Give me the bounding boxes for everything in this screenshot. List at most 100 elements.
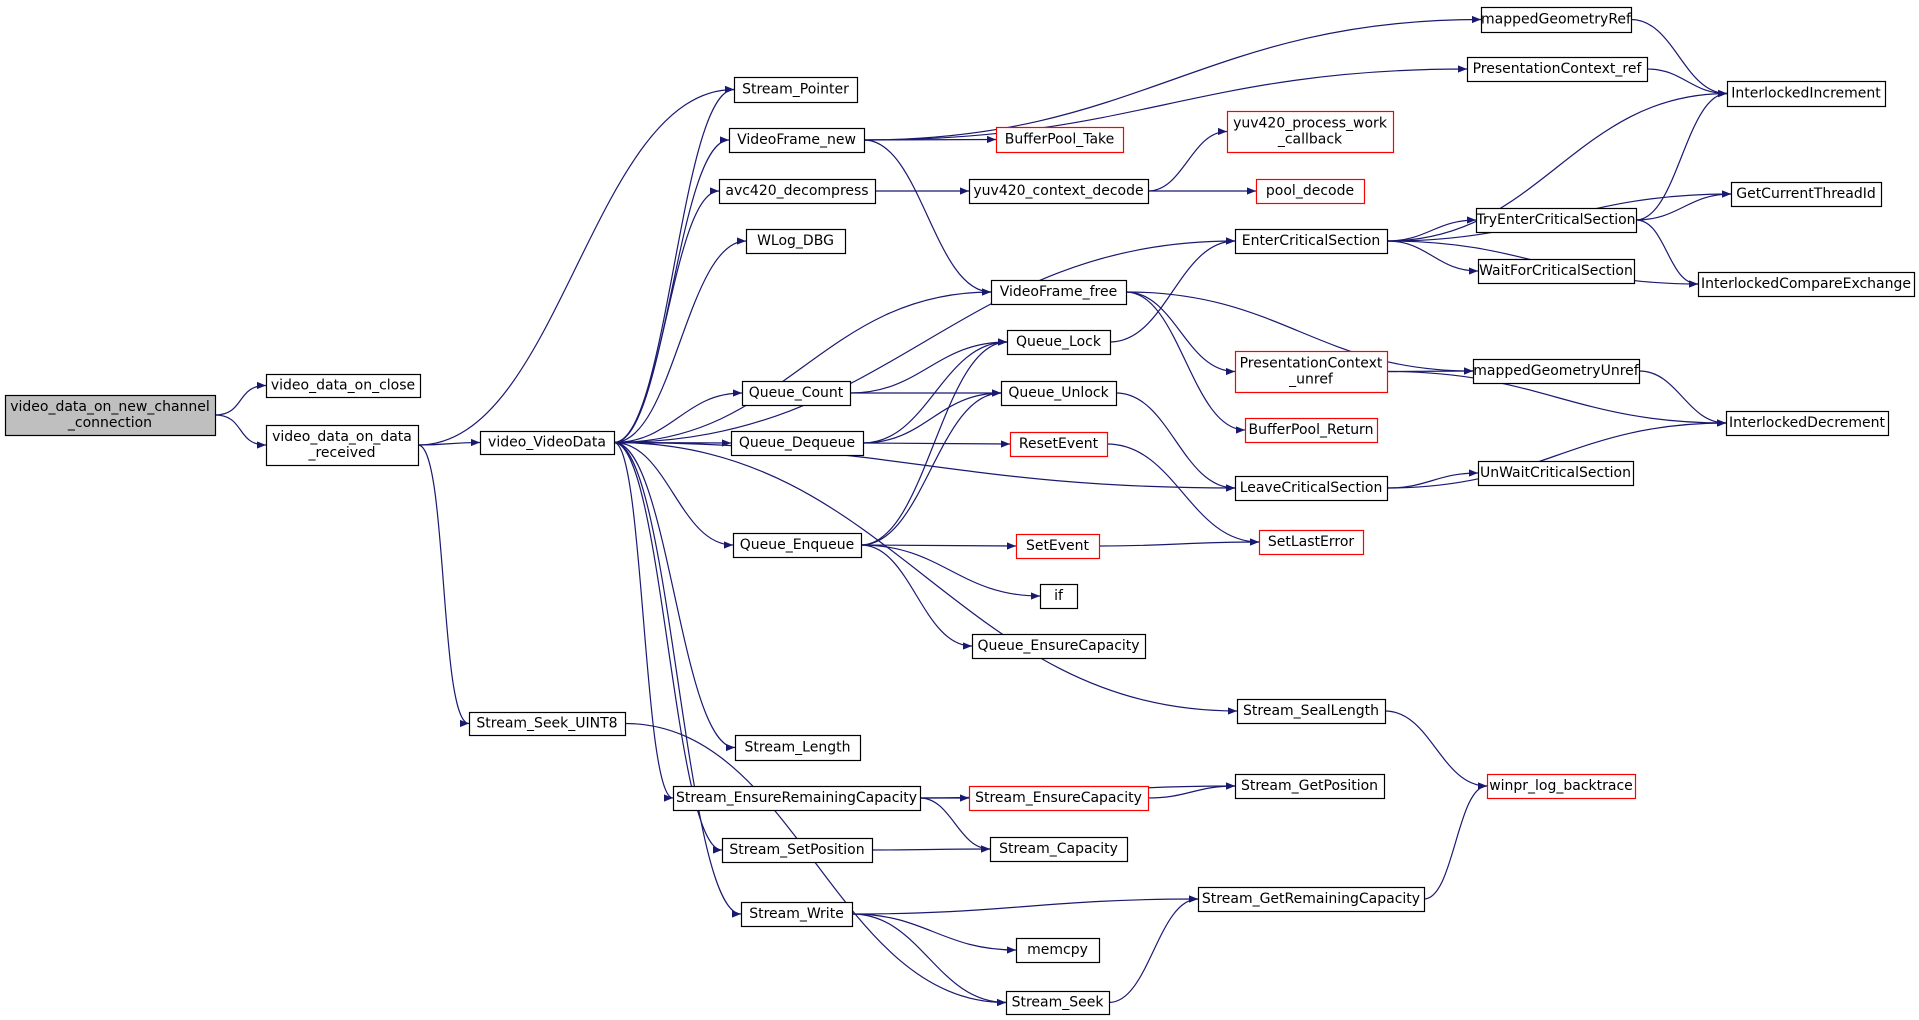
node-queue-count[interactable]: Queue_Count (741, 380, 852, 407)
node-label: BufferPool_Take (1005, 132, 1115, 148)
node-avc420-decompress[interactable]: avc420_decompress (718, 178, 877, 205)
node-un-wait-critical-section[interactable]: UnWaitCriticalSection (1477, 460, 1635, 487)
node-root[interactable]: video_data_on_new_channel_connection (4, 394, 217, 437)
node-stream-seek-uint8[interactable]: Stream_Seek_UINT8 (468, 711, 627, 737)
node-label: winpr_log_backtrace (1489, 778, 1633, 794)
node-box (1234, 773, 1386, 800)
edge-on-data-received-to-stream-pointer (417, 85, 735, 446)
node-set-last-error[interactable]: SetLastError (1258, 529, 1365, 556)
edge-mapped-geometry-unref-to-interlocked-decrement (1638, 370, 1727, 427)
node-queue-unlock[interactable]: Queue_Unlock (1000, 380, 1118, 407)
node-box (265, 424, 420, 467)
node-box (995, 126, 1125, 154)
node-queue-enqueue[interactable]: Queue_Enqueue (732, 532, 863, 559)
node-memcpy[interactable]: memcpy (1015, 937, 1101, 964)
node-box (1226, 110, 1395, 154)
node-stream-pointer[interactable]: Stream_Pointer (733, 76, 859, 104)
node-enter-critical-section[interactable]: EnterCriticalSection (1234, 228, 1389, 255)
node-yuv420-context-decode[interactable]: yuv420_context_decode (968, 178, 1150, 205)
node-label: video_VideoData (488, 435, 606, 451)
edge-enter-critical-section-to-try-enter-critical-section (1386, 216, 1477, 242)
node-on-close[interactable]: video_data_on_close (265, 373, 422, 399)
node-box (1477, 258, 1636, 285)
edge-video-video-data-to-enter-critical-section (613, 237, 1236, 444)
node-winpr-log-backtrace[interactable]: winpr_log_backtrace (1486, 773, 1637, 800)
node-label: Stream_SetPosition (729, 842, 864, 858)
node-video-video-data[interactable]: video_VideoData (479, 430, 616, 456)
node-interlocked-compare-exchange[interactable]: InterlockedCompareExchange (1697, 271, 1916, 298)
edge-queue-enqueue-to-queue-ensure-capacity (860, 544, 973, 650)
node-pool-decode[interactable]: pool_decode (1255, 178, 1366, 205)
node-queue-lock[interactable]: Queue_Lock (1006, 329, 1112, 356)
node-box (1234, 228, 1389, 255)
node-label: Stream_Pointer (742, 82, 849, 98)
edge-root-to-on-data-received (214, 414, 267, 449)
node-stream-write[interactable]: Stream_Write (740, 901, 854, 928)
node-get-current-thread-id[interactable]: GetCurrentThreadId (1730, 181, 1883, 208)
node-stream-get-position[interactable]: Stream_GetPosition (1234, 773, 1386, 800)
edge-video-video-data-to-stream-seal-length (613, 441, 1238, 715)
node-box (730, 430, 865, 457)
node-set-event[interactable]: SetEvent (1015, 533, 1101, 560)
node-yuv420-process-work-callback[interactable]: yuv420_process_work_callback (1226, 110, 1395, 154)
node-box (1234, 475, 1389, 502)
node-interlocked-decrement[interactable]: InterlockedDecrement (1725, 410, 1890, 437)
edge-on-data-received-to-stream-seek-uint8 (417, 444, 470, 728)
node-stream-ensure-remaining-capacity[interactable]: Stream_EnsureRemainingCapacity (672, 785, 922, 812)
node-buffer-pool-return[interactable]: BufferPool_Return (1244, 417, 1379, 444)
node-label: BufferPool_Return (1249, 422, 1374, 438)
node-box (468, 711, 627, 737)
node-box (1015, 533, 1101, 560)
node-video-frame-new[interactable]: VideoFrame_new (728, 127, 866, 154)
node-try-enter-critical-section[interactable]: TryEnterCriticalSection (1475, 207, 1638, 234)
edge-video-video-data-to-stream-set-position (613, 441, 723, 854)
node-label: avc420_decompress (725, 183, 868, 199)
edge-video-video-data-to-leave-critical-section (613, 441, 1236, 492)
node-label: _unref (1288, 372, 1334, 388)
edge-presentation-context-ref-to-interlocked-increment (1646, 68, 1728, 98)
edge-video-frame-new-to-video-frame-free (863, 139, 992, 296)
node-stream-length[interactable]: Stream_Length (734, 734, 862, 762)
node-reset-event[interactable]: ResetEvent (1009, 431, 1109, 458)
node-box (1039, 583, 1079, 610)
edge-stream-seek-to-stream-get-remaining-capacity (1108, 895, 1199, 1004)
node-wait-for-critical-section[interactable]: WaitForCriticalSection (1477, 258, 1636, 285)
node-stream-seal-length[interactable]: Stream_SealLength (1236, 698, 1387, 725)
node-box (971, 633, 1147, 660)
node-presentation-context-ref[interactable]: PresentationContext_ref (1466, 56, 1649, 83)
node-box (479, 430, 616, 456)
node-layer: video_data_on_new_channel_connectionvide… (4, 6, 1916, 1016)
node-stream-ensure-capacity[interactable]: Stream_EnsureCapacity (968, 785, 1150, 812)
edge-queue-enqueue-to-queue-unlock (860, 389, 1002, 546)
node-label: Stream_Capacity (999, 841, 1118, 857)
node-on-data-received[interactable]: video_data_on_data_received (265, 424, 420, 467)
node-queue-ensure-capacity[interactable]: Queue_EnsureCapacity (971, 633, 1147, 660)
node-stream-set-position[interactable]: Stream_SetPosition (721, 837, 874, 864)
node-video-frame-free[interactable]: VideoFrame_free (990, 279, 1128, 306)
node-stream-capacity[interactable]: Stream_Capacity (989, 836, 1129, 863)
node-box (4, 394, 217, 437)
node-box (732, 532, 863, 559)
node-box (1472, 358, 1641, 385)
node-label: LeaveCriticalSection (1240, 480, 1383, 496)
node-label: Queue_Lock (1016, 334, 1102, 350)
node-mapped-geometry-ref[interactable]: mappedGeometryRef (1480, 6, 1633, 34)
node-interlocked-increment[interactable]: InterlockedIncrement (1726, 80, 1887, 108)
edge-layer (214, 15, 1732, 1007)
node-label: Queue_Enqueue (740, 537, 855, 553)
node-queue-dequeue[interactable]: Queue_Dequeue (730, 430, 865, 457)
node-label: WLog_DBG (757, 233, 834, 249)
node-if[interactable]: if (1039, 583, 1079, 610)
node-wlog-dbg[interactable]: WLog_DBG (745, 228, 847, 255)
node-stream-get-remaining-capacity[interactable]: Stream_GetRemainingCapacity (1197, 886, 1426, 913)
node-buffer-pool-take[interactable]: BufferPool_Take (995, 126, 1125, 154)
edge-video-video-data-to-queue-count (613, 389, 743, 444)
node-leave-critical-section[interactable]: LeaveCriticalSection (1234, 475, 1389, 502)
node-stream-seek[interactable]: Stream_Seek (1005, 990, 1111, 1016)
node-mapped-geometry-unref[interactable]: mappedGeometryUnref (1472, 358, 1641, 385)
node-label: ResetEvent (1019, 436, 1099, 452)
edge-reset-event-to-set-last-error (1106, 443, 1260, 546)
node-presentation-context-unref[interactable]: PresentationContext_unref (1234, 350, 1389, 394)
edge-try-enter-critical-section-to-interlocked-increment (1635, 89, 1728, 221)
node-box (968, 178, 1150, 205)
